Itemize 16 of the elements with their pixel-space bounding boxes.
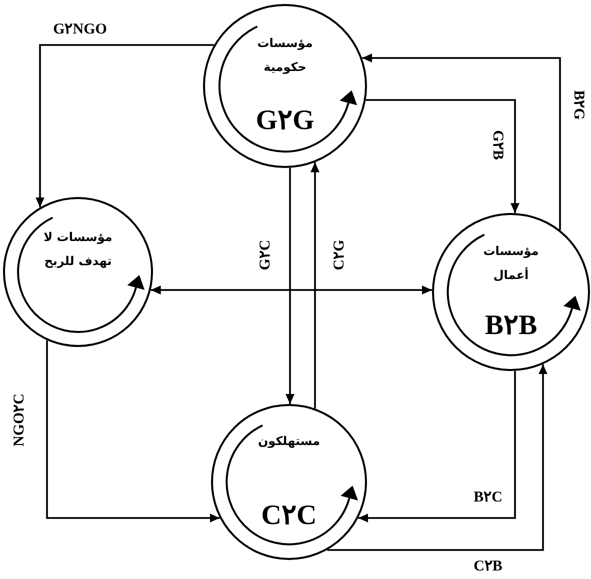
arrow <box>286 168 294 404</box>
node-text: مؤسسات لا تهدف للربح <box>42 229 114 270</box>
node-text: مؤسسات أعمال <box>482 242 540 284</box>
node-text: مستهلكون <box>256 433 322 450</box>
node-code: G٢G <box>256 106 314 136</box>
arrow <box>36 44 214 208</box>
arrow <box>310 162 320 408</box>
node-code: B٢B <box>484 311 538 342</box>
arrow <box>362 54 561 230</box>
node-code: C٢C <box>261 501 317 532</box>
node-text: مؤسسات حكومية <box>256 34 314 76</box>
arrow <box>46 340 220 522</box>
arrow <box>366 99 520 214</box>
arrow <box>327 364 548 551</box>
arrow <box>358 370 516 522</box>
arrow <box>150 286 432 294</box>
